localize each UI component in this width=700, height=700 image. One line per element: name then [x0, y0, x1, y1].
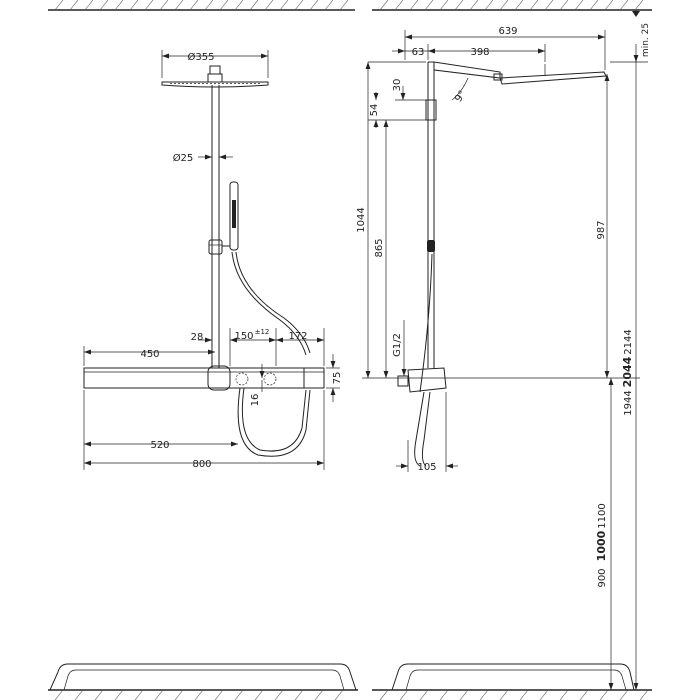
dim-150-tolerance: ±12	[255, 328, 270, 336]
head-diameter-label: Ø355	[188, 51, 215, 63]
pipe-diameter-label: Ø25	[173, 152, 194, 164]
thread-label: G1/2	[392, 333, 403, 357]
dim-1100-label: 1100	[597, 503, 608, 528]
dim-520-label: 520	[150, 440, 169, 451]
riser-pipe-front	[208, 85, 223, 368]
dim-1044-label: 1044	[356, 207, 367, 232]
dim-900-label: 900	[597, 568, 608, 587]
dim-1000-label: 1000	[595, 530, 608, 561]
dim-150-label: 150	[234, 331, 253, 342]
dim-54-label: 54	[369, 104, 380, 117]
dim-639-label: 639	[498, 26, 517, 37]
ceiling-lines	[48, 0, 652, 11]
dim-398-label: 398	[470, 47, 489, 58]
dim-172-label: 172	[288, 331, 307, 342]
hose-loop-front	[237, 387, 311, 457]
side-view: 639 63 398 30 54 9° 1044 865 G1/2	[356, 10, 651, 690]
dim-800-label: 800	[192, 459, 211, 470]
dim-105-label: 105	[417, 462, 436, 473]
angle-label: 9°	[453, 89, 469, 105]
dim-30-label: 30	[392, 79, 403, 92]
dim-450-label: 450	[140, 349, 159, 360]
dim-63-label: 63	[412, 47, 425, 58]
overhead-shower-front	[161, 65, 269, 88]
dim-1944-label: 1944	[623, 390, 634, 415]
shelf-thermostat-front	[83, 365, 325, 391]
dim-987-label: 987	[596, 220, 607, 239]
dim-75-label: 75	[332, 372, 343, 385]
dim-28-label: 28	[191, 332, 204, 343]
front-view: Ø355 Ø25 28 150 ±12 172 450 75 16	[83, 50, 343, 470]
floor-tray-front	[48, 663, 358, 700]
thermostat-side	[397, 253, 447, 467]
dim-2044-label: 2044	[621, 356, 634, 387]
dim-16-label: 16	[250, 394, 261, 407]
dim-min25-label: min. 25	[641, 23, 651, 57]
floor-tray-side	[372, 663, 652, 700]
dim-865-label: 865	[374, 238, 385, 257]
dim-2144-label: 2144	[623, 329, 634, 354]
